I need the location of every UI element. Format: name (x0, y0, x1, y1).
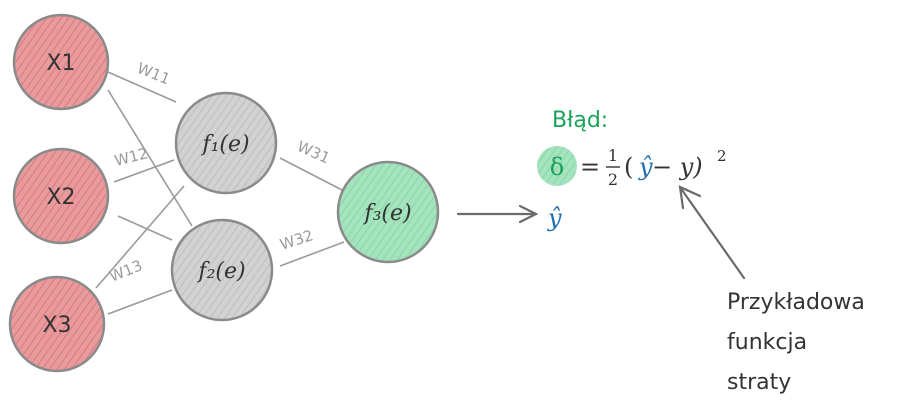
delta-highlight (537, 146, 577, 186)
input-node-x1-label: X1 (46, 51, 75, 76)
formula-power: 2 (717, 147, 727, 165)
hidden-node-h1-label: f₁(e) (200, 132, 249, 157)
edge-x2-h2 (117, 215, 173, 241)
input-node-x1: X1 (12, 13, 110, 111)
hidden-node-h2: f₂(e) (170, 218, 274, 322)
edge-h2-o1 (279, 241, 345, 267)
input-layer: X1 X2 X3 (8, 13, 110, 373)
edge-x1-h2 (107, 89, 193, 227)
loss-note-line-2: funkcja (727, 330, 808, 355)
hidden-layer: f₁(e) f₂(e) (170, 91, 278, 322)
fraction-denominator: 2 (608, 170, 618, 189)
formula-yhat: ŷ (638, 153, 653, 181)
input-node-x3-label: X3 (42, 313, 71, 338)
open-paren: ( (624, 153, 633, 181)
input-node-x3: X3 (8, 275, 106, 373)
output-node-o1: f₃(e) (336, 160, 440, 264)
loss-note-arrow (678, 185, 746, 280)
hidden-node-h2-label: f₂(e) (196, 259, 245, 284)
edge-h1-o1 (279, 157, 343, 191)
delta-symbol: δ (550, 153, 564, 181)
edge-x3-h1 (95, 185, 185, 289)
weight-w12: W12 (113, 144, 150, 170)
loss-function-note: Przykładowa funkcja straty (727, 283, 865, 403)
weight-w13: W13 (107, 256, 145, 285)
edges (95, 71, 345, 315)
loss-note-line-3: straty (727, 370, 792, 395)
loss-note-line-1: Przykładowa (727, 290, 865, 315)
output-node-o1-label: f₃(e) (362, 201, 411, 226)
weight-w31: W31 (294, 137, 332, 167)
weight-w32: W32 (278, 226, 316, 254)
prediction-arrow (456, 204, 539, 224)
edge-x2-h1 (113, 159, 175, 183)
error-formula: δ = 1 2 ( ŷ − y) 2 (537, 146, 727, 189)
edge-x3-h2 (107, 289, 173, 315)
input-node-x2: X2 (12, 147, 110, 245)
hidden-node-h1: f₁(e) (174, 91, 278, 195)
error-title: Błąd: (552, 108, 609, 133)
weight-w11: W11 (135, 59, 173, 88)
prediction-symbol: ŷ (547, 204, 562, 232)
fraction-numerator: 1 (608, 146, 618, 165)
formula-minus-y: − y) (652, 153, 703, 181)
input-node-x2-label: X2 (46, 185, 75, 210)
equals-sign: = (580, 153, 600, 181)
edge-x1-h1 (107, 71, 177, 103)
